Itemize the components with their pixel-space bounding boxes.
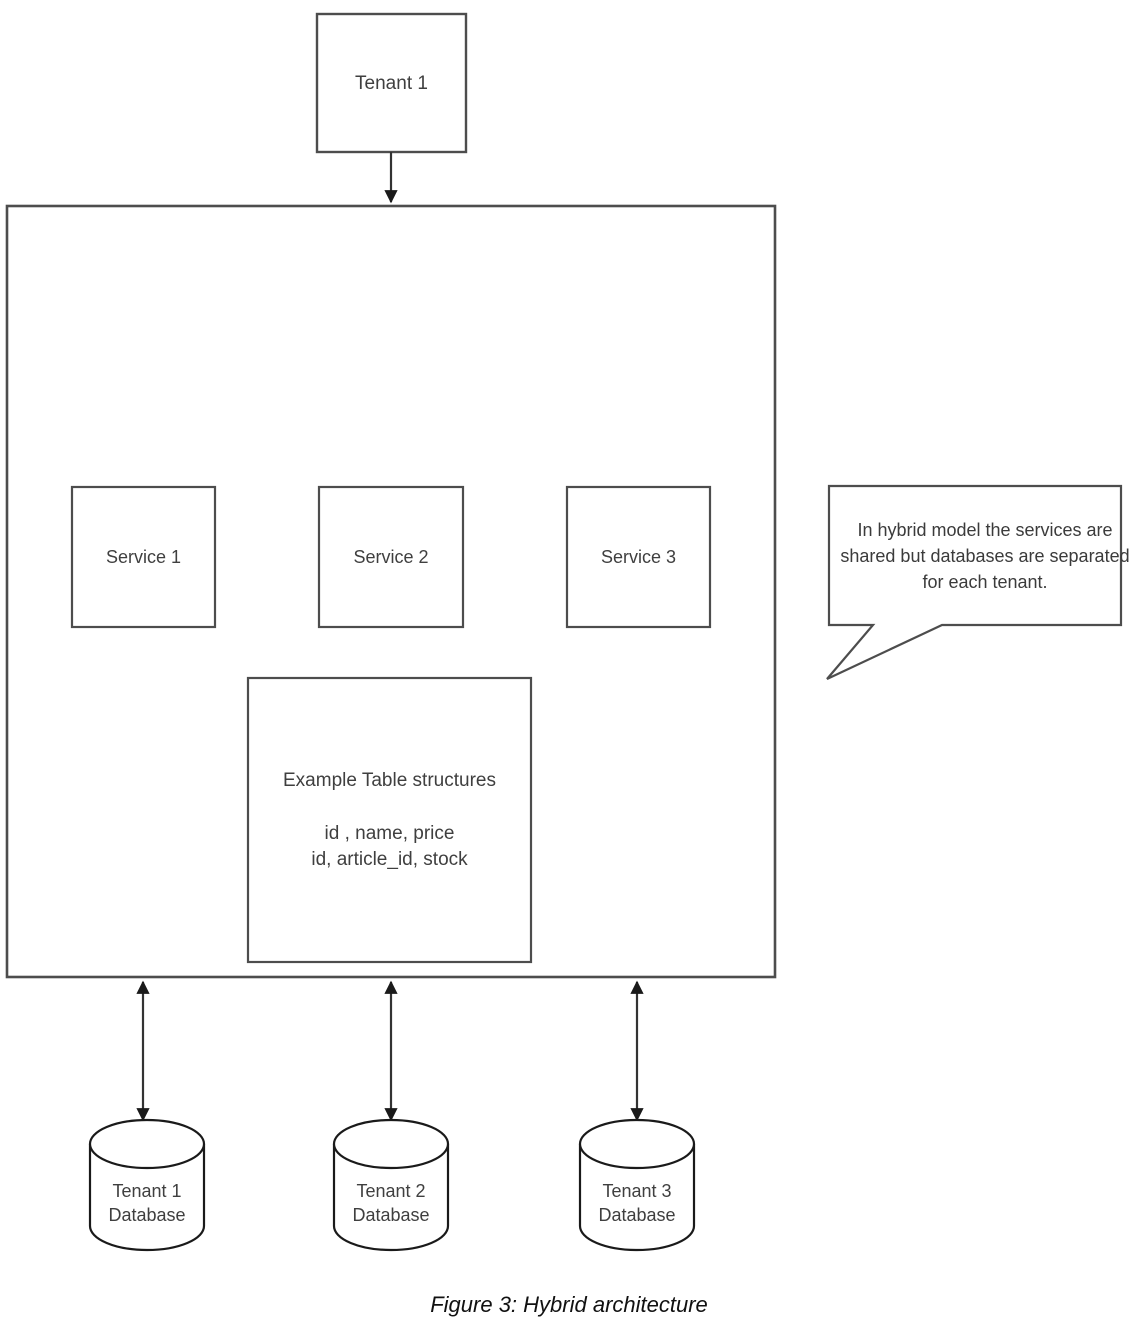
example-table-structures-title: Example Table structures [283, 770, 496, 791]
service-3-box [565, 485, 712, 629]
callout-bubble-shape [826, 484, 1123, 680]
tenant-1-box [315, 12, 468, 154]
service-2-box [317, 485, 465, 629]
figure-caption: Figure 3: Hybrid architecture [430, 1292, 708, 1317]
service-1-box [70, 485, 217, 629]
database-cylinder-1 [88, 1118, 206, 1252]
example-table-structures-box [246, 676, 533, 964]
example-table-structures-rows: id , name, price id, article_id, stock [311, 823, 468, 870]
database-cylinder-3 [578, 1118, 696, 1252]
database-cylinder-2 [332, 1118, 450, 1252]
